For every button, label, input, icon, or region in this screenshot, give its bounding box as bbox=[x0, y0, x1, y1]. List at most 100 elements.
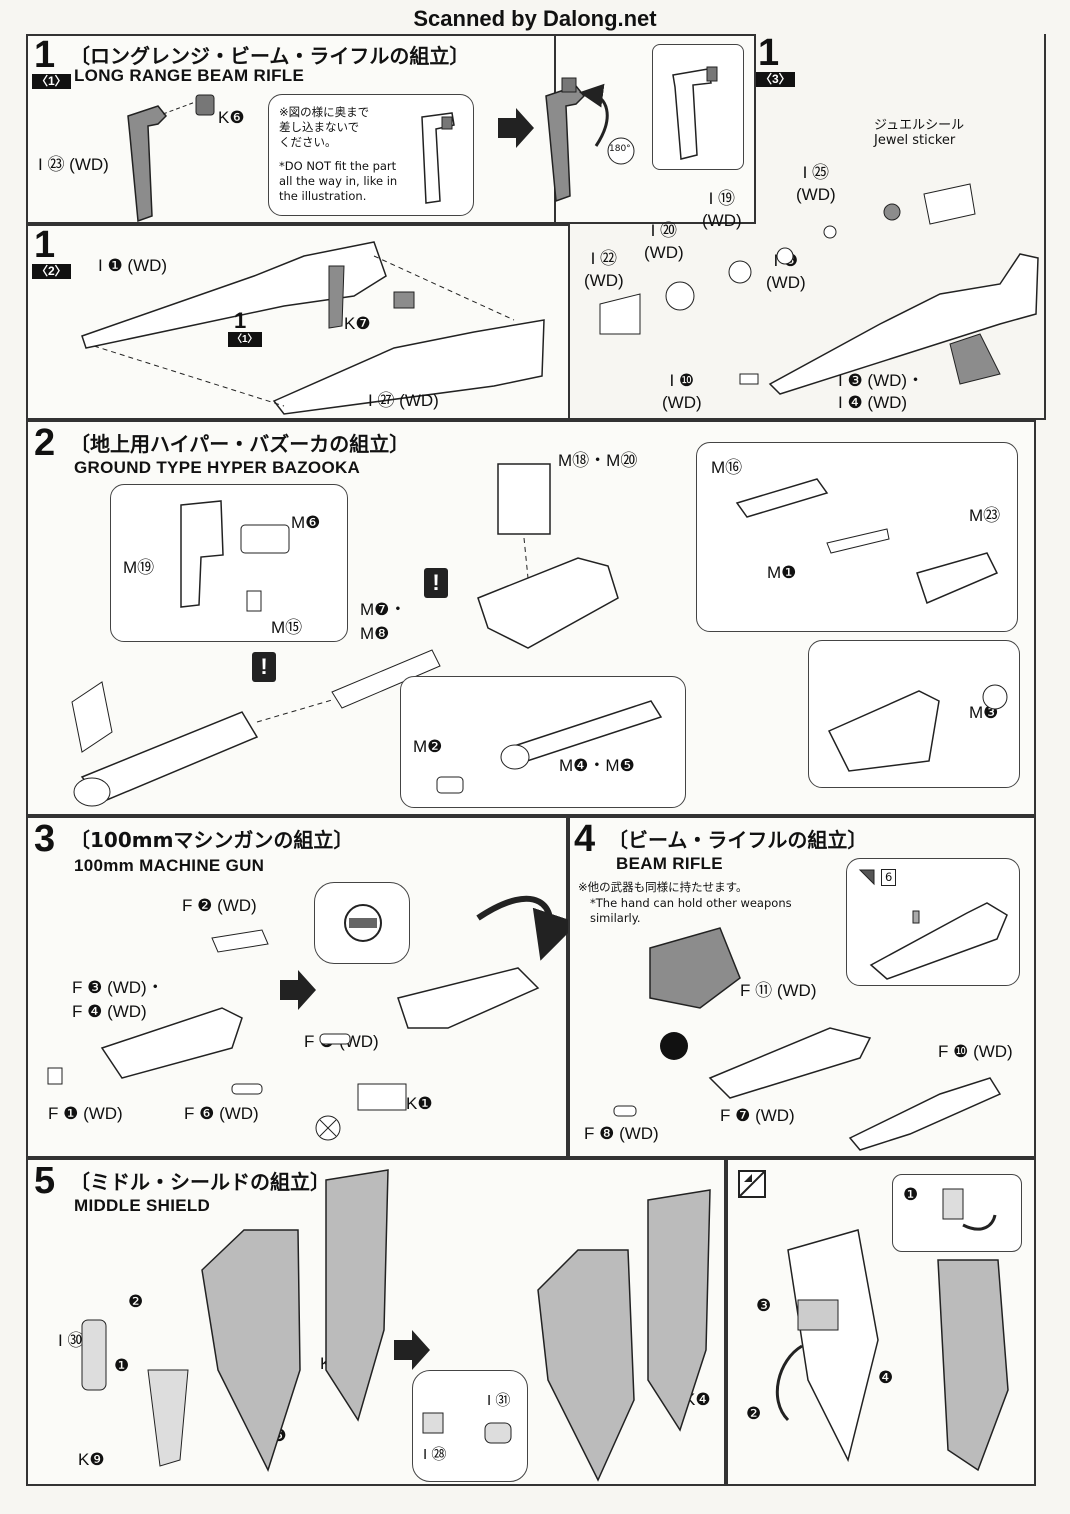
label-f8: F ❽ (WD) bbox=[584, 1124, 659, 1143]
sticker-number: 6 bbox=[881, 869, 897, 886]
next-arrow-icon bbox=[280, 970, 316, 1010]
step-number: 2 bbox=[34, 422, 56, 464]
label-k1: K❶ bbox=[406, 1094, 433, 1113]
sticker-callout: 6 bbox=[846, 858, 1020, 986]
step-title-en: GROUND TYPE HYPER BAZOOKA bbox=[74, 458, 361, 477]
rotate-180-icon bbox=[607, 137, 635, 165]
warning-icon: ! bbox=[424, 568, 448, 598]
label-f1: F ❶ (WD) bbox=[48, 1104, 123, 1123]
note-en: *DO NOT fit the part all the way in, lik… bbox=[279, 159, 398, 203]
label-m2: M❷ bbox=[413, 737, 443, 756]
step1-sub3-panel: 1 〈3〉 ジュエルシール Jewel sticker I ㉕ (WD) I ⑲… bbox=[566, 34, 1046, 420]
step-number: 4 bbox=[574, 818, 596, 860]
rifle-sight-drawing bbox=[869, 902, 1008, 980]
step-title-en: 100mm MACHINE GUN bbox=[74, 856, 265, 875]
label-i22: I ㉒ (WD) bbox=[584, 249, 624, 290]
shield-assembled-drawing bbox=[537, 1189, 711, 1482]
step-marker-3: ❸ bbox=[756, 1296, 772, 1315]
label-i20: I ⑳ (WD) bbox=[644, 221, 684, 262]
warning-icon: ! bbox=[252, 652, 276, 682]
label-f2: F ❷ (WD) bbox=[182, 896, 257, 915]
label-m7-m8: M❼・ M❽ bbox=[360, 600, 407, 643]
sight-parts-drawing bbox=[735, 478, 999, 605]
step-marker-2: ❷ bbox=[746, 1404, 762, 1423]
barrel-detail-callout: M❷ M❹・M❺ bbox=[400, 676, 686, 808]
substep-badge: 〈1〉 bbox=[32, 74, 71, 89]
label-i31: I ㉛ bbox=[487, 1392, 511, 1409]
note-jp: ※図の様に奥まで 差し込まないで ください。 bbox=[279, 105, 370, 149]
ref-substep-badge: 〈1〉 bbox=[228, 332, 262, 347]
label-f3-f4: F ❸ (WD)・ F ❹ (WD) bbox=[72, 978, 164, 1021]
step-title-jp: 〔100mmマシンガンの組立〕 bbox=[70, 828, 354, 852]
orientation-icon bbox=[344, 904, 382, 942]
barrel-detail-drawing bbox=[436, 700, 663, 794]
label-m15: M⑮ bbox=[271, 618, 303, 637]
part-i23-drawing bbox=[127, 100, 199, 223]
label-i3-i4: I ❸ (WD)・ I ❹ (WD) bbox=[838, 371, 925, 412]
step1-sub1-panel: 1 〈1〉 〔ロングレンジ・ビーム・ライフルの組立〕 LONG RANGE BE… bbox=[26, 34, 556, 224]
rotated-grip-drawing bbox=[672, 66, 718, 160]
assembled-sight-callout: M❸ bbox=[808, 640, 1020, 788]
label-i27: I ㉗ (WD) bbox=[368, 391, 439, 410]
step-title-en: BEAM RIFLE bbox=[616, 854, 723, 873]
label-m4-m5: M❹・M❺ bbox=[559, 756, 635, 775]
machine-gun-assembled-drawing bbox=[315, 895, 579, 1141]
grip-rotate-drawing bbox=[545, 77, 609, 203]
hinge-parts-drawing bbox=[422, 1412, 512, 1444]
step1-sub1-rotate-panel: 180° bbox=[545, 34, 756, 224]
step1-sub2-panel: 1 〈2〉 I ❶ (WD) 1 〈1〉 K❼ I ㉗ (WD) bbox=[26, 224, 570, 420]
label-k9: K❾ bbox=[78, 1450, 105, 1469]
note-callout: ※図の様に奥まで 差し込まないで ください。 *DO NOT fit the p… bbox=[268, 94, 474, 216]
bazooka-assembly-drawing bbox=[71, 649, 441, 807]
step-title-jp: 〔ロングレンジ・ビーム・ライフルの組立〕 bbox=[70, 44, 470, 68]
hinge-callout: I ㉛ I ㉘ bbox=[412, 1370, 528, 1482]
jewel-sticker-label: ジュエルシール Jewel sticker bbox=[874, 118, 965, 148]
label-i30: I ㉚ bbox=[58, 1331, 85, 1350]
label-k6: K❻ bbox=[218, 108, 245, 127]
note-jp: ※他の武器も同様に持たせます。 bbox=[578, 880, 748, 894]
step-title-jp: 〔ミドル・シールドの組立〕 bbox=[70, 1170, 330, 1194]
label-i28: I ㉘ bbox=[423, 1446, 447, 1463]
step-marker-4: ❹ bbox=[878, 1368, 894, 1387]
next-arrow-icon bbox=[498, 108, 534, 148]
next-arrow-icon bbox=[394, 1330, 430, 1370]
scope-assembly-drawing bbox=[599, 183, 1039, 395]
sticker-icon bbox=[858, 869, 875, 886]
rotate-label: 180° bbox=[609, 144, 631, 154]
label-f6: F ❻ (WD) bbox=[184, 1104, 259, 1123]
label-k7: K❼ bbox=[344, 314, 371, 333]
rotated-grip-callout bbox=[652, 44, 744, 170]
beam-rifle-assembly-drawing bbox=[613, 927, 1002, 1151]
step5-panel: 5 〔ミドル・シールドの組立〕 MIDDLE SHIELD I ㉚ ❷ ❶ K❽… bbox=[26, 1158, 726, 1486]
scan-banner: Scanned by Dalong.net bbox=[413, 6, 657, 31]
grip-detail-drawing bbox=[421, 112, 455, 204]
label-f10: F ❿ (WD) bbox=[938, 1042, 1013, 1061]
label-m23: M㉓ bbox=[969, 506, 1001, 525]
substep-badge: 〈3〉 bbox=[756, 72, 795, 87]
shield-handle-drawing bbox=[775, 1229, 1009, 1472]
assembled-sight-drawing bbox=[827, 684, 1008, 772]
sight-sub-callout: M⑯ M㉓ M❶ bbox=[696, 442, 1018, 632]
label-i25: I ㉕ (WD) bbox=[796, 163, 836, 204]
step3-panel: 3 〔100mmマシンガンの組立〕 100mm MACHINE GUN F ❷ … bbox=[26, 816, 579, 1158]
label-i10: I ❿ (WD) bbox=[662, 371, 702, 412]
label-m16: M⑯ bbox=[711, 458, 743, 477]
label-f11: F ⑪ (WD) bbox=[740, 981, 817, 1000]
step-number: 5 bbox=[34, 1160, 56, 1202]
step-marker-1: ❶ bbox=[903, 1185, 919, 1204]
substep-badge: 〈2〉 bbox=[32, 264, 71, 279]
step-title-jp: 〔地上用ハイパー・バズーカの組立〕 bbox=[70, 432, 410, 456]
handle-rotate-drawing bbox=[942, 1188, 997, 1231]
step-number: 3 bbox=[34, 818, 56, 860]
ref-step-number: 1 bbox=[234, 308, 247, 333]
label-f7: F ❼ (WD) bbox=[720, 1106, 795, 1125]
machine-gun-parts-drawing bbox=[47, 929, 269, 1095]
label-m18-m20: M⑱・M⑳ bbox=[558, 451, 638, 470]
magazine-orientation-callout bbox=[314, 882, 410, 964]
note-en: *The hand can hold other weapons similar… bbox=[590, 896, 792, 925]
handle-fold-icon bbox=[738, 1170, 766, 1198]
label-m1: M❶ bbox=[767, 563, 797, 582]
handle-detail-callout: ❶ bbox=[892, 1174, 1022, 1252]
magazine-body-drawing bbox=[477, 463, 619, 649]
step-number: 1 bbox=[34, 34, 56, 76]
